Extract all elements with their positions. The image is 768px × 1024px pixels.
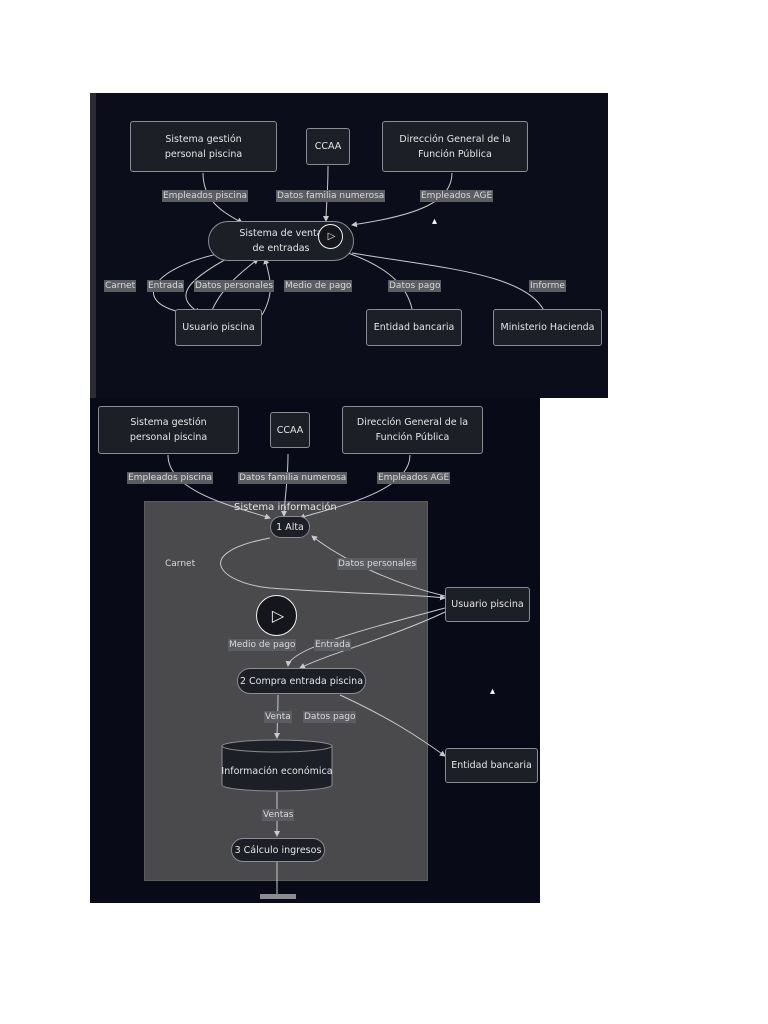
node-label: Sistema gestión personal piscina [129,417,208,443]
node-ministerio-hacienda: Ministerio Hacienda [493,309,602,346]
play-icon: ▷ [271,606,285,625]
node-label: Ministerio Hacienda [500,322,595,333]
node-informacion-economica: Información económica [221,766,333,777]
edge-label-ventas: Ventas [262,809,295,821]
diagram-screenshot-2: Sistema información Sistema gestión pers… [90,398,540,903]
edge-label-empleados-piscina: Empleados piscina [127,472,214,484]
node-direccion-general: Dirección General de la Función Pública [382,121,528,172]
edge-label-medio-pago: Medio de pago [228,639,297,651]
edge-label-datos-pago: Datos pago [303,711,357,723]
diagram-screenshot-1: Sistema gestión personal piscina CCAA Di… [90,93,608,398]
node-entidad-bancaria: Entidad bancaria [366,309,462,346]
edge-empleados-piscina [202,172,243,224]
edge-label-carnet: Carnet [165,559,196,569]
edge-empleados-age [351,172,453,228]
node-direccion-general: Dirección General de la Función Pública [342,406,483,454]
node-sistema-gestion-personal: Sistema gestión personal piscina [98,406,239,454]
node-label: Entidad bancaria [373,322,455,333]
cylinder-shape [221,739,333,792]
edge-empleados-piscina [167,454,271,520]
play-button[interactable]: ▷ [256,595,297,636]
screenshot-left-edge [90,93,96,398]
node-usuario-piscina: Usuario piscina [175,309,262,346]
play-icon: ▷ [327,231,336,242]
node-label: 2 Compra entrada piscina [239,675,364,687]
node-compra-entrada: 2 Compra entrada piscina [237,668,366,694]
node-label: 1 Alta [276,521,304,533]
play-button[interactable]: ▷ [318,224,343,249]
edge-label-entrada: Entrada [314,639,352,651]
node-alta: 1 Alta [270,516,310,538]
mouse-cursor-icon: ▴ [432,216,438,227]
scroll-stub [260,894,296,899]
diagram1-edges [153,165,548,316]
edge-empleados-age [299,454,411,520]
edge-label-empleados-age: Empleados AGE [420,190,494,202]
edge-label-datos-personales: Datos personales [194,280,275,292]
node-label: 3 Cálculo ingresos [234,844,322,856]
edge-label-empleados-piscina: Empleados piscina [162,190,249,202]
node-label: Sistema gestión personal piscina [164,133,243,160]
edge-label-carnet: Carnet [104,280,137,292]
edge-carnet [220,537,446,601]
node-label: Dirección General de la Función Pública [356,417,469,443]
edge-label-informe: Informe [529,280,566,292]
node-usuario-piscina: Usuario piscina [445,587,530,622]
node-label: Dirección General de la Función Pública [399,133,511,160]
cluster-title: Sistema información [234,502,337,513]
node-label: Usuario piscina [182,322,255,333]
edge-label-entrada: Entrada [147,280,185,292]
edge-label-datos-pago: Datos pago [388,280,442,292]
edge-entrada [185,256,231,314]
node-label: Usuario piscina [451,599,524,610]
diagram2-edges [167,453,446,895]
node-sistema-gestion-personal: Sistema gestión personal piscina [130,121,277,172]
node-label: CCAA [276,424,304,436]
node-calculo-ingresos: 3 Cálculo ingresos [231,838,325,862]
edge-label-datos-familia: Datos familia numerosa [238,472,348,484]
edge-label-empleados-age: Empleados AGE [377,472,451,484]
edge-datos-familia [281,453,289,517]
node-entidad-bancaria: Entidad bancaria [445,748,538,783]
mouse-cursor-icon: ▴ [490,686,496,697]
edge-label-venta: Venta [264,711,292,723]
node-label: Sistema de venta de entradas [239,228,323,254]
edge-label-medio-pago: Medio de pago [284,280,353,292]
edge-informe [351,252,548,316]
node-label: CCAA [314,141,342,152]
edge-datos-pago [339,694,446,757]
node-ccaa: CCAA [270,412,310,448]
edge-label-datos-personales: Datos personales [337,558,418,570]
edge-entrada [299,611,446,669]
node-ccaa: CCAA [306,128,350,165]
node-label: Entidad bancaria [451,760,532,771]
edge-label-datos-familia: Datos familia numerosa [276,190,386,202]
edge-datos-pago [347,252,416,316]
edge-medio-pago [285,607,446,667]
